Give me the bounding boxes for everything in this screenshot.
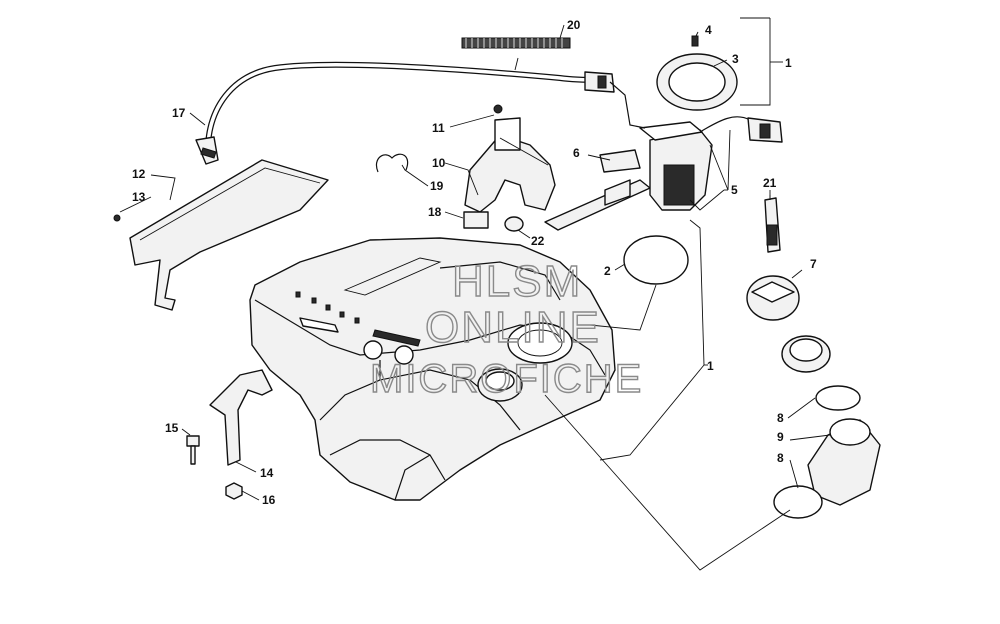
heat-shield <box>129 159 329 311</box>
callout-21: 21 <box>763 176 777 190</box>
small-screw <box>113 214 121 222</box>
callout-5: 5 <box>731 183 738 197</box>
callout-12: 12 <box>132 167 146 181</box>
callout-17: 17 <box>172 106 186 120</box>
clamp-lower <box>773 485 823 519</box>
callout-11: 11 <box>432 121 445 135</box>
lock-ring <box>656 53 738 111</box>
callout-2: 2 <box>604 264 611 278</box>
filler-hose <box>807 418 881 506</box>
nut <box>225 482 243 500</box>
clamp-upper <box>815 385 861 411</box>
tank-opening-indicators <box>295 291 360 324</box>
watermark: HLSM ONLINE MICROFICHE <box>369 256 643 401</box>
fuel-pump-assembly <box>544 81 783 231</box>
watermark-line-2: ONLINE <box>425 303 601 352</box>
callout-19: 19 <box>430 179 444 193</box>
fuel-cap <box>746 275 800 321</box>
callout-16: 16 <box>262 493 276 507</box>
bolt <box>186 435 200 465</box>
filler-neck-top <box>781 335 831 373</box>
callouts: 1 1 2 3 4 5 6 7 8 8 9 10 11 12 13 14 15 … <box>132 18 817 507</box>
callout-20: 20 <box>567 18 581 32</box>
callout-8-lower: 8 <box>777 451 784 465</box>
hose-clip <box>375 153 409 173</box>
pump-bracket <box>464 117 556 213</box>
callout-10: 10 <box>432 156 446 170</box>
fuel-tank <box>249 237 616 501</box>
grommet <box>504 216 524 232</box>
callout-7: 7 <box>810 257 817 271</box>
leader-lines <box>119 17 831 571</box>
callout-1-lower: 1 <box>707 359 714 373</box>
callout-18: 18 <box>428 205 442 219</box>
pump-gasket <box>623 235 689 285</box>
callout-14: 14 <box>260 466 274 480</box>
watermark-line-1: HLSM <box>452 257 582 306</box>
hose-sleeve <box>461 37 571 49</box>
callout-4: 4 <box>705 23 712 37</box>
callout-9: 9 <box>777 430 784 444</box>
callout-8-upper: 8 <box>777 411 784 425</box>
watermark-line-3: MICROFICHE <box>370 357 643 401</box>
vent-hose <box>195 61 615 165</box>
bracket-screw <box>493 104 503 114</box>
callout-15: 15 <box>165 421 179 435</box>
callout-22: 22 <box>531 234 545 248</box>
tank-support-bracket <box>209 369 273 466</box>
callout-6: 6 <box>573 146 580 160</box>
screw <box>691 35 699 47</box>
callout-1-top: 1 <box>785 56 792 70</box>
callout-13: 13 <box>132 190 146 204</box>
fuel-sender <box>764 197 781 253</box>
bumper-pad <box>463 211 489 229</box>
callout-3: 3 <box>732 52 739 66</box>
